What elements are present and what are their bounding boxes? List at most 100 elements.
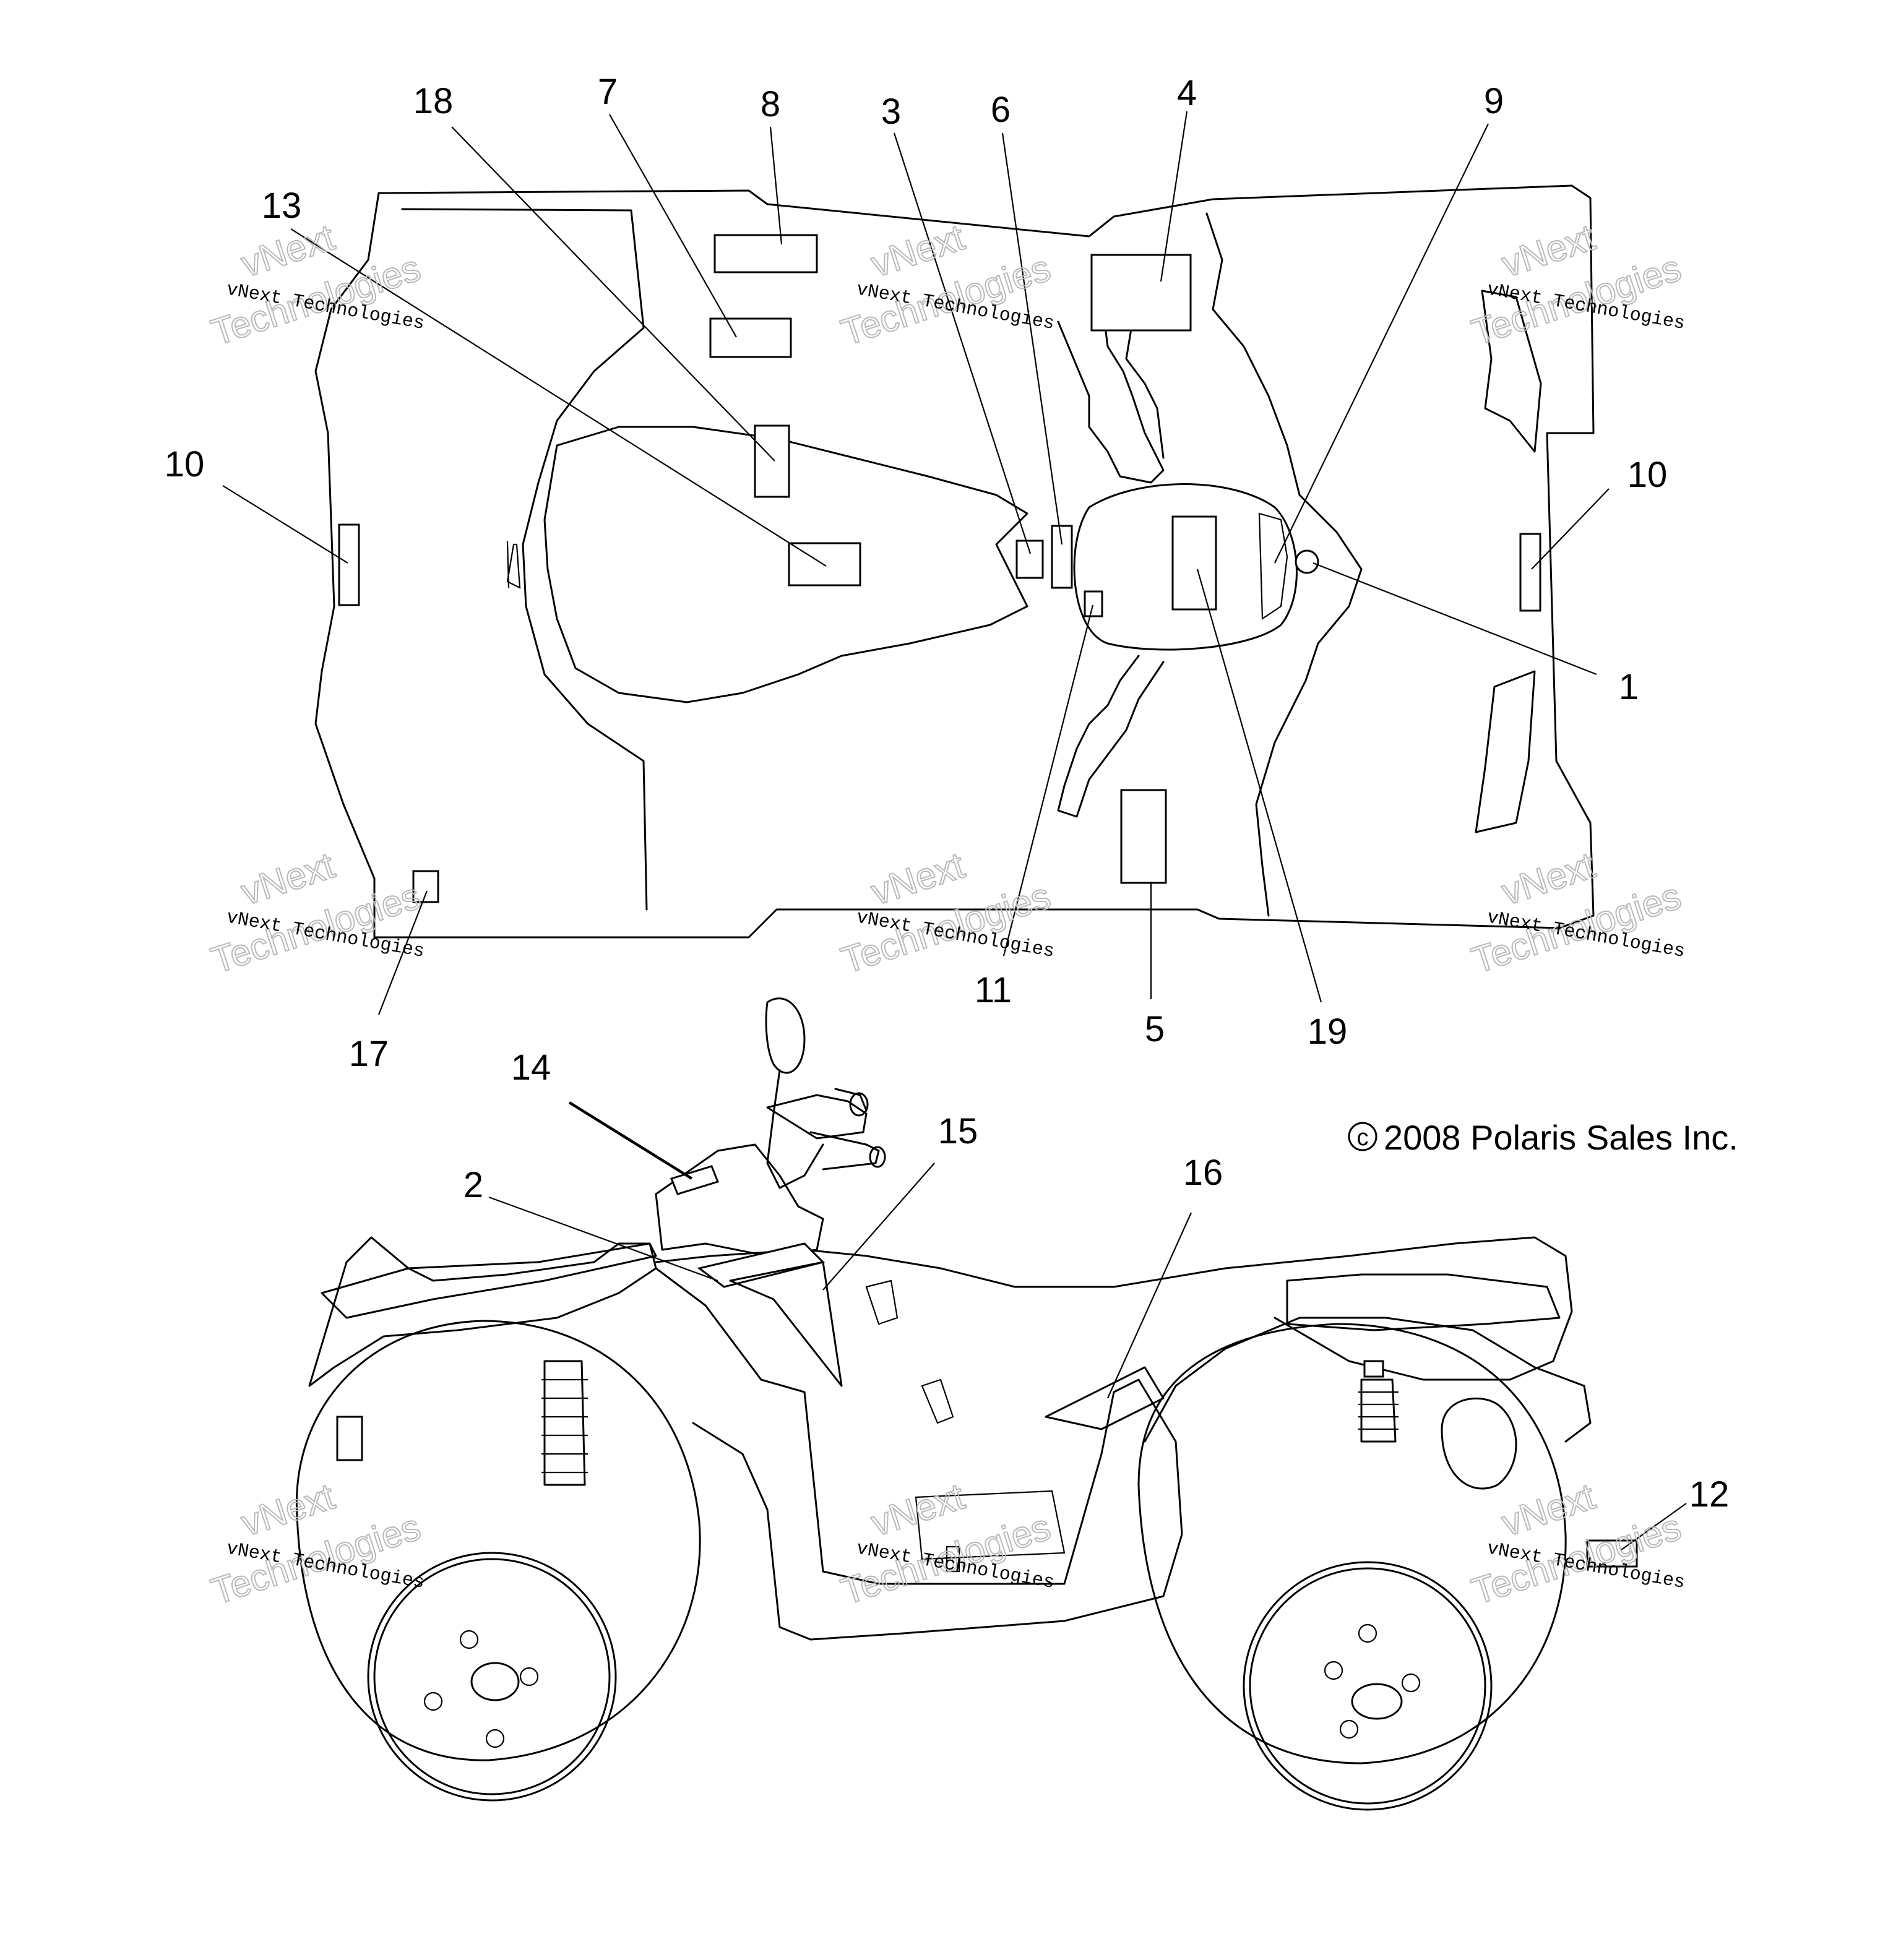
watermark: vNext Technologies vNext Technologies (205, 216, 426, 355)
leader-16 (1106, 1212, 1192, 1399)
watermark: vNext Technologies vNext Technologies (835, 216, 1056, 355)
leader-4 (1160, 111, 1188, 282)
leader-11 (1002, 604, 1094, 956)
decal-6 (1051, 525, 1073, 589)
watermarks: vNext Technologies vNext Technologies vN… (205, 216, 1686, 1614)
callout-11: 11 (975, 970, 1012, 1010)
copyright-symbol: c (1357, 1125, 1369, 1151)
decal-17 (412, 870, 439, 903)
rear-rack (321, 1242, 657, 1319)
callout-6: 6 (991, 90, 1011, 130)
front-rack (1286, 1273, 1561, 1331)
callout-3: 3 (881, 92, 901, 132)
leader-18 (451, 126, 775, 462)
svg-text:vNext: vNext (1497, 1476, 1600, 1544)
callout-labels: 18 7 8 3 6 4 9 13 10 10 1 11 5 19 17 14 … (165, 72, 1730, 1515)
leader-lines (222, 111, 1687, 1550)
leader-12 (1621, 1503, 1687, 1550)
copyright-text: 2008 Polaris Sales Inc. (1384, 1118, 1738, 1157)
rear-tab (506, 541, 510, 588)
leader-15 (822, 1163, 935, 1291)
svg-text:vNext: vNext (866, 845, 970, 913)
watermark: vNext Technologies vNext Technologies (205, 1475, 426, 1614)
svg-text:vNext: vNext (1497, 217, 1600, 285)
leader-6 (1001, 132, 1063, 545)
callout-13: 13 (262, 186, 302, 226)
callout-18: 18 (413, 81, 454, 121)
callout-5: 5 (1145, 1009, 1165, 1049)
seat-outline (543, 426, 1028, 703)
callout-9: 9 (1484, 81, 1504, 121)
decal-7 (709, 317, 792, 358)
decal-3 (1015, 539, 1044, 579)
leader-7 (609, 114, 737, 338)
leader-2 (488, 1196, 718, 1282)
leader-19 (1196, 569, 1322, 1003)
side-body (655, 1267, 1183, 1641)
leader-10-left (222, 485, 348, 564)
callout-7: 7 (598, 72, 618, 112)
vent-1 (865, 1279, 899, 1325)
callout-4: 4 (1177, 73, 1197, 113)
leader-1 (1313, 562, 1597, 676)
footwell (915, 1490, 1066, 1560)
rear-fender-line (401, 208, 648, 911)
watermark: vNext Technologies vNext Technologies (205, 844, 426, 982)
copyright-symbol-circle (1348, 1122, 1377, 1151)
decal-15-stripe (729, 1261, 843, 1387)
front-hood (1073, 483, 1298, 651)
watermark-big-1: vNext (236, 217, 340, 285)
leader-3 (893, 132, 1032, 554)
rear-shock (541, 1360, 588, 1486)
leader-8 (769, 126, 783, 245)
callout-1: 1 (1619, 667, 1639, 707)
top-view-outline (314, 184, 1595, 939)
callout-14: 14 (511, 1047, 551, 1088)
decal-10-left (338, 523, 360, 606)
callout-10-left: 10 (165, 444, 205, 484)
svg-text:vNext: vNext (236, 845, 340, 913)
leader-17 (377, 890, 428, 1015)
watermark: vNext Technologies vNext Technologies (1466, 1475, 1686, 1614)
decal-14 (670, 1165, 719, 1195)
watermark: vNext Technologies vNext Technologies (1466, 216, 1686, 355)
handlebar-upper (1057, 308, 1165, 484)
handlebar-lower (1057, 655, 1165, 818)
rear-fender (308, 1236, 657, 1387)
rack-slot-lower (1475, 670, 1536, 833)
callout-2: 2 (463, 1165, 483, 1205)
callout-10-right: 10 (1627, 455, 1668, 495)
dash-pod (655, 1143, 824, 1257)
callout-17: 17 (349, 1034, 389, 1074)
front-headlight (1441, 1397, 1517, 1490)
decal-16 (1045, 1366, 1165, 1430)
decal-8 (713, 234, 818, 273)
decal-10-right (1519, 533, 1541, 612)
rear-light (336, 1416, 363, 1461)
rear-wheel (295, 1320, 701, 1802)
callout-12: 12 (1689, 1474, 1730, 1515)
steering-assembly (765, 997, 886, 1189)
front-fender (1144, 1317, 1592, 1443)
decal-4 (1090, 254, 1192, 332)
callout-16: 16 (1183, 1153, 1223, 1193)
fuel-cap (946, 1545, 960, 1573)
watermark: vNext Technologies vNext Technologies (835, 844, 1056, 982)
decal-19 (1171, 515, 1217, 611)
callout-19: 19 (1308, 1012, 1348, 1052)
svg-text:vNext: vNext (866, 217, 970, 285)
leader-10-right (1531, 488, 1610, 570)
leader-13 (290, 228, 827, 567)
leader-9 (1274, 123, 1489, 564)
seat-top (655, 1236, 1573, 1381)
decal-1 (1295, 549, 1319, 574)
svg-text:vNext: vNext (866, 1476, 970, 1544)
top-view (314, 184, 1595, 939)
svg-text:vNext: vNext (1497, 845, 1600, 913)
copyright-notice: c 2008 Polaris Sales Inc. (1348, 1118, 1738, 1157)
leader-14 (568, 1101, 693, 1180)
callout-15: 15 (938, 1111, 978, 1151)
side-view (295, 997, 1638, 1811)
callout-8: 8 (761, 84, 780, 124)
